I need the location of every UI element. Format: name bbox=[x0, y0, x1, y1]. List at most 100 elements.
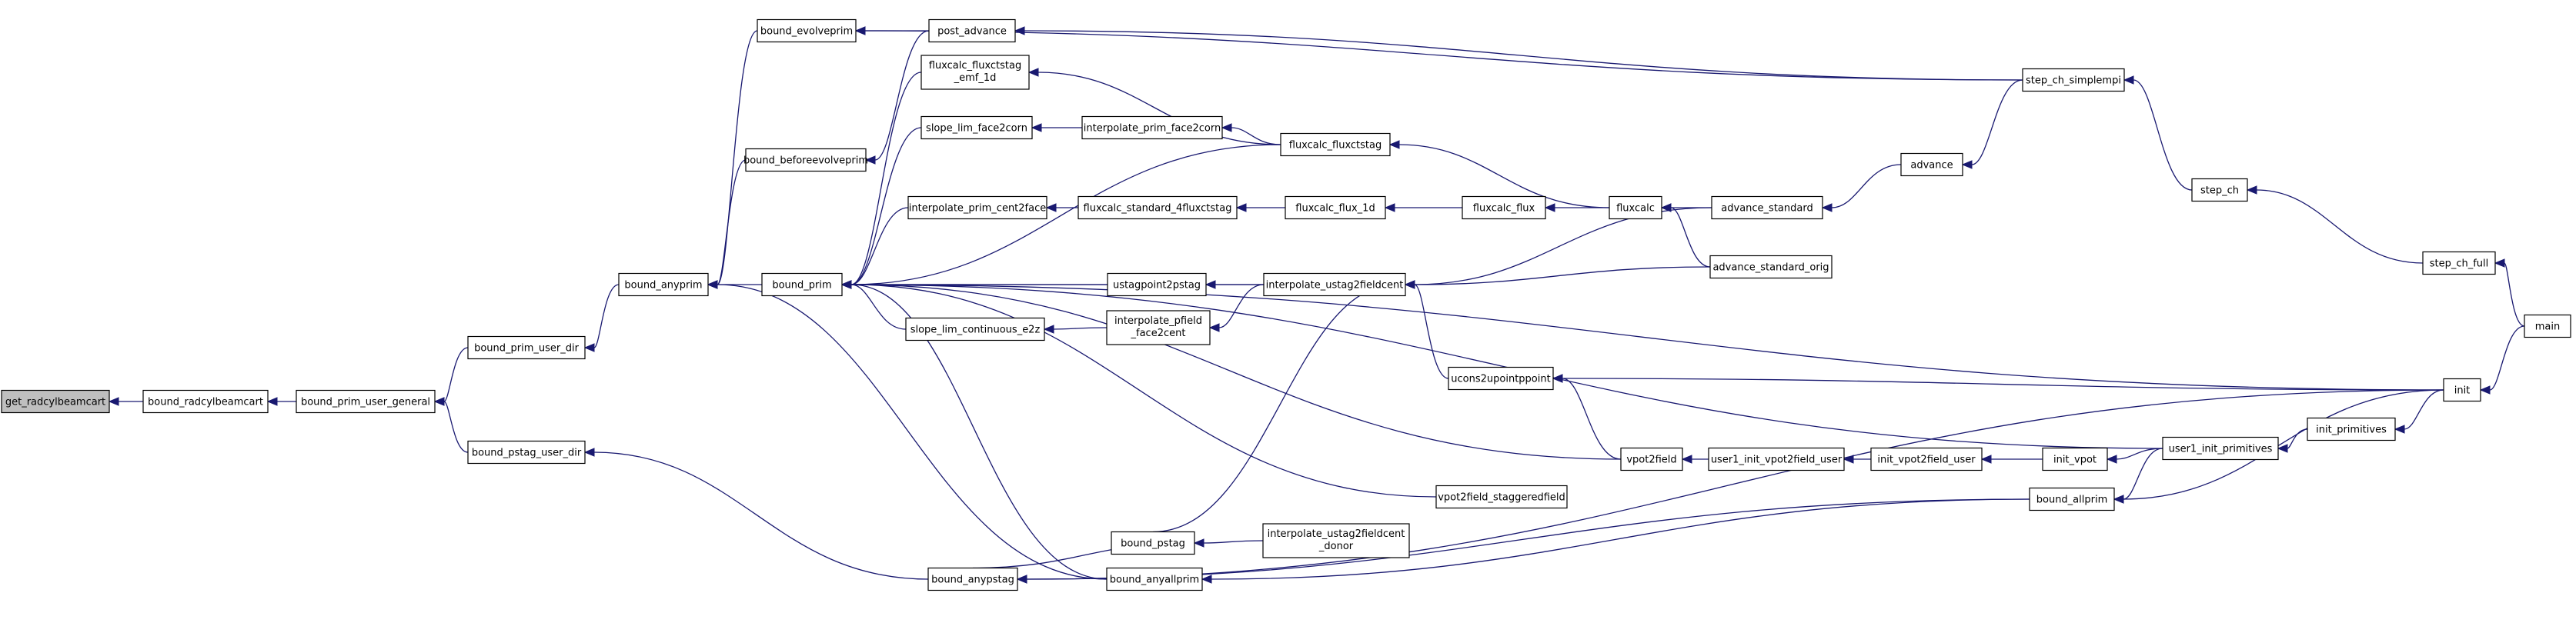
node-box bbox=[1106, 310, 1211, 345]
edge-bound-allprim-to-bound-anyallprim bbox=[1201, 498, 2030, 584]
node-advance[interactable]: advance bbox=[1900, 152, 1963, 177]
node-slope-lim-face2corn[interactable]: slope_lim_face2corn bbox=[920, 115, 1033, 140]
node-label: bound_prim_user_general bbox=[301, 397, 430, 408]
node-fluxcalc-fluxctstag-emf-1d[interactable]: fluxcalc_fluxctstag_emf_1d bbox=[920, 55, 1030, 90]
node-box bbox=[296, 389, 436, 414]
node-bound-prim[interactable]: bound_prim bbox=[761, 272, 843, 297]
node-slope-lim-continuous-e2z[interactable]: slope_lim_continuous_e2z bbox=[905, 317, 1045, 341]
edge-arrowhead bbox=[1016, 575, 1027, 584]
node-box bbox=[927, 567, 1018, 591]
node-label: vpot2field_staggeredfield bbox=[1438, 492, 1565, 504]
node-ustagpoint2pstag[interactable]: ustagpoint2pstag bbox=[1107, 272, 1207, 297]
node-interpolate-prim-cent2face[interactable]: interpolate_prim_cent2face bbox=[907, 195, 1047, 220]
node-vpot2field[interactable]: vpot2field bbox=[1620, 447, 1683, 471]
edge-step-ch-to-step-ch-simplempi bbox=[2123, 75, 2193, 191]
node-bound-prim-user-dir[interactable]: bound_prim_user_dir bbox=[467, 335, 586, 360]
node-box bbox=[2191, 178, 2248, 202]
node-box bbox=[928, 18, 1016, 43]
edge-line bbox=[1398, 144, 1610, 208]
edge-arrowhead bbox=[1235, 203, 1247, 212]
node-advance-standard-orig[interactable]: advance_standard_orig bbox=[1709, 255, 1833, 279]
node-advance-standard[interactable]: advance_standard bbox=[1711, 195, 1823, 220]
node-label: vpot2field bbox=[1626, 455, 1676, 466]
edge-arrowhead bbox=[1031, 123, 1042, 132]
edge-line bbox=[1831, 164, 1902, 208]
node-box bbox=[2422, 251, 2496, 275]
node-label: step_ch_simplempi bbox=[2026, 75, 2121, 87]
edge-arrowhead bbox=[1204, 280, 1216, 289]
edge-advance-standard-orig-to-interpolate-ustag2fieldcent bbox=[1404, 266, 1711, 289]
edge-user1-init-primitives-to-bound-allprim bbox=[2113, 448, 2163, 504]
edge-arrowhead bbox=[2277, 444, 2288, 453]
node-user1-init-primitives[interactable]: user1_init_primitives bbox=[2162, 436, 2279, 461]
edge-line bbox=[1971, 79, 2023, 165]
edge-arrowhead bbox=[1404, 280, 1415, 289]
edge-bound-anyprim-to-bound-prim-user-dir bbox=[583, 284, 620, 352]
node-interpolate-pfield-face2cent[interactable]: interpolate_pfield_face2cent bbox=[1106, 310, 1211, 345]
edge-line bbox=[717, 159, 747, 285]
edge-arrowhead bbox=[2479, 385, 2491, 395]
node-box bbox=[1708, 447, 1845, 471]
node-bound-allprim[interactable]: bound_allprim bbox=[2029, 487, 2115, 511]
node-get-radcylbeamcart[interactable]: get_radcylbeamcart bbox=[1, 389, 110, 414]
node-interpolate-ustag2fieldcent[interactable]: interpolate_ustag2fieldcent bbox=[1263, 272, 1406, 297]
node-label: init_vpot bbox=[2053, 455, 2097, 466]
node-post-advance[interactable]: post_advance bbox=[928, 18, 1016, 43]
node-box bbox=[1106, 567, 1203, 591]
node-label: bound_prim_user_dir bbox=[474, 343, 580, 355]
node-bound-beforeevolveprim[interactable]: bound_beforeevolveprim bbox=[743, 148, 868, 172]
node-user1-init-vpot2field-user[interactable]: user1_init_vpot2field_user bbox=[1708, 447, 1845, 471]
edges-layer bbox=[108, 26, 2525, 584]
edge-bound-anyallprim-to-bound-prim bbox=[840, 280, 1108, 580]
node-bound-anypstag[interactable]: bound_anypstag bbox=[927, 567, 1018, 591]
edge-line bbox=[1670, 207, 1711, 268]
node-label: _face2cent bbox=[1131, 328, 1186, 339]
node-fluxcalc-flux-1d[interactable]: fluxcalc_flux_1d bbox=[1285, 195, 1386, 220]
edge-bound-prim-user-dir-to-bound-prim-user-general bbox=[433, 347, 469, 406]
edge-arrowhead bbox=[1043, 325, 1054, 334]
edge-interpolate-pfield-face2cent-to-slope-lim-continuous-e2z bbox=[1043, 325, 1108, 334]
edge-fluxcalc-fluxctstag-emf-1d-to-bound-prim bbox=[840, 72, 922, 289]
edge-fluxcalc-flux-to-fluxcalc-flux-1d bbox=[1384, 203, 1462, 212]
node-bound-pstag-user-dir[interactable]: bound_pstag_user_dir bbox=[467, 440, 586, 465]
edge-arrowhead bbox=[1980, 455, 1992, 464]
edge-fluxcalc-flux-1d-to-fluxcalc-standard-4fluxctstag bbox=[1235, 203, 1285, 212]
node-init[interactable]: init bbox=[2443, 378, 2481, 402]
node-bound-radcylbeamcart[interactable]: bound_radcylbeamcart bbox=[142, 389, 269, 414]
node-init-vpot2field-user[interactable]: init_vpot2field_user bbox=[1870, 447, 1983, 471]
edge-line bbox=[443, 347, 469, 402]
edge-line bbox=[2133, 79, 2193, 191]
node-label: fluxcalc_flux_1d bbox=[1295, 203, 1375, 215]
node-label: ucons2upointppoint bbox=[1451, 374, 1550, 385]
node-bound-anyprim[interactable]: bound_anyprim bbox=[618, 272, 709, 297]
edge-line bbox=[850, 72, 922, 285]
node-interpolate-prim-face2corn[interactable]: interpolate_prim_face2corn bbox=[1081, 115, 1223, 140]
edge-init-vpot-to-init-vpot2field-user bbox=[1980, 455, 2043, 464]
node-step-ch-full[interactable]: step_ch_full bbox=[2422, 251, 2496, 275]
node-init-primitives[interactable]: init_primitives bbox=[2307, 417, 2396, 441]
node-label: fluxcalc_fluxctstag bbox=[929, 60, 1022, 72]
node-vpot2field-staggeredfield[interactable]: vpot2field_staggeredfield bbox=[1435, 485, 1568, 509]
node-label: user1_init_primitives bbox=[2169, 444, 2273, 455]
node-bound-prim-user-general[interactable]: bound_prim_user_general bbox=[296, 389, 436, 414]
node-main[interactable]: main bbox=[2524, 314, 2571, 338]
node-ucons2upointppoint[interactable]: ucons2upointppoint bbox=[1448, 366, 1554, 391]
edge-init-primitives-to-user1-init-primitives bbox=[2277, 428, 2308, 453]
node-bound-evolveprim[interactable]: bound_evolveprim bbox=[757, 18, 857, 43]
node-fluxcalc-fluxctstag[interactable]: fluxcalc_fluxctstag bbox=[1280, 132, 1391, 157]
node-interpolate-ustag2fieldcent-donor[interactable]: interpolate_ustag2fieldcent_donor bbox=[1262, 523, 1410, 558]
edge-line bbox=[850, 127, 922, 285]
node-init-vpot[interactable]: init_vpot bbox=[2042, 447, 2108, 471]
node-fluxcalc-flux[interactable]: fluxcalc_flux bbox=[1462, 195, 1546, 220]
node-step-ch[interactable]: step_ch bbox=[2191, 178, 2248, 202]
node-bound-pstag[interactable]: bound_pstag bbox=[1111, 531, 1195, 555]
node-label: bound_evolveprim bbox=[760, 26, 853, 38]
node-fluxcalc-standard-4fluxctstag[interactable]: fluxcalc_standard_4fluxctstag bbox=[1078, 195, 1238, 220]
node-label: advance_standard_orig bbox=[1712, 262, 1829, 274]
node-step-ch-simplempi[interactable]: step_ch_simplempi bbox=[2022, 68, 2125, 92]
node-box bbox=[2443, 378, 2481, 402]
node-bound-anyallprim[interactable]: bound_anyallprim bbox=[1106, 567, 1203, 591]
node-box bbox=[1078, 195, 1238, 220]
edge-line bbox=[443, 401, 469, 453]
node-fluxcalc[interactable]: fluxcalc bbox=[1609, 195, 1662, 220]
